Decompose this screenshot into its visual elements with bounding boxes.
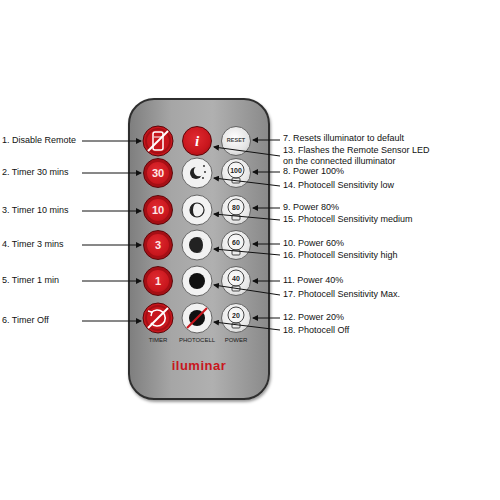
column-label: POWER <box>206 336 266 344</box>
timer-button: 30 <box>143 158 173 188</box>
callout-label: 7. Resets illuminator to default <box>283 133 495 144</box>
leader-lines <box>82 140 280 330</box>
button-text: 40 <box>232 275 240 282</box>
power-button: 100 <box>221 158 251 188</box>
callout-label: 14. Photocell Sensitivity low <box>283 180 495 191</box>
callout-label: 1. Disable Remote <box>2 135 84 146</box>
photocell-low-button <box>182 158 212 188</box>
callout-label: 6. Timer Off <box>2 315 84 326</box>
button-text: 10 <box>152 205 164 216</box>
power-button: 40 <box>221 266 251 296</box>
button-text: 60 <box>232 239 240 246</box>
callout-label: 17. Photocell Sensitivity Max. <box>283 289 495 300</box>
bulb-icons <box>228 162 244 328</box>
callout-label: 4. Timer 3 mins <box>2 239 84 250</box>
callout-label: 9. Power 80% <box>283 202 495 213</box>
disable-remote-button <box>143 126 173 156</box>
power-button: 20 <box>221 303 251 333</box>
callout-label: 8. Power 100% <box>283 166 495 177</box>
callout-label: 13. Flashes the Remote Sensor LED on the… <box>283 145 435 167</box>
button-text: 30 <box>152 168 164 179</box>
column-label: PHOTOCELL <box>167 336 227 344</box>
callout-label: 12. Power 20% <box>283 312 495 323</box>
button-text: 20 <box>232 312 240 319</box>
identify-button: i <box>182 126 212 156</box>
button-text: 1 <box>155 276 161 287</box>
button-text: 100 <box>230 167 242 174</box>
callout-label: 16. Photocell Sensitivity high <box>283 250 495 261</box>
photocell-medium-button <box>182 195 212 225</box>
callout-label: 18. Photocell Off <box>283 325 495 336</box>
callout-label: 10. Power 60% <box>283 238 495 249</box>
power-button: 80 <box>221 195 251 225</box>
button-text: RESET <box>227 138 245 144</box>
photocell-max-button <box>182 266 212 296</box>
brand-name: iluminar <box>130 358 268 373</box>
timer-button: 3 <box>143 230 173 260</box>
photocell-off-button <box>182 303 212 333</box>
timer-button: 10 <box>143 195 173 225</box>
button-text: i <box>195 134 199 149</box>
timer-button: 1 <box>143 266 173 296</box>
photocell-high-button <box>182 230 212 260</box>
timer-off-button <box>143 303 173 333</box>
callout-label: 5. Timer 1 min <box>2 275 84 286</box>
button-text: 80 <box>232 204 240 211</box>
reset-button: RESET <box>221 126 251 156</box>
callout-label: 11. Power 40% <box>283 275 495 286</box>
power-button: 60 <box>221 230 251 260</box>
button-text: 3 <box>155 240 161 251</box>
callout-label: 15. Photocell Sensitivity medium <box>283 214 495 225</box>
remote-body: iluminar i RESET 30 10 3 1 100 80 60 40 20 <box>128 98 270 400</box>
callout-label: 2. Timer 30 mins <box>2 167 84 178</box>
callout-label: 3. Timer 10 mins <box>2 205 84 216</box>
